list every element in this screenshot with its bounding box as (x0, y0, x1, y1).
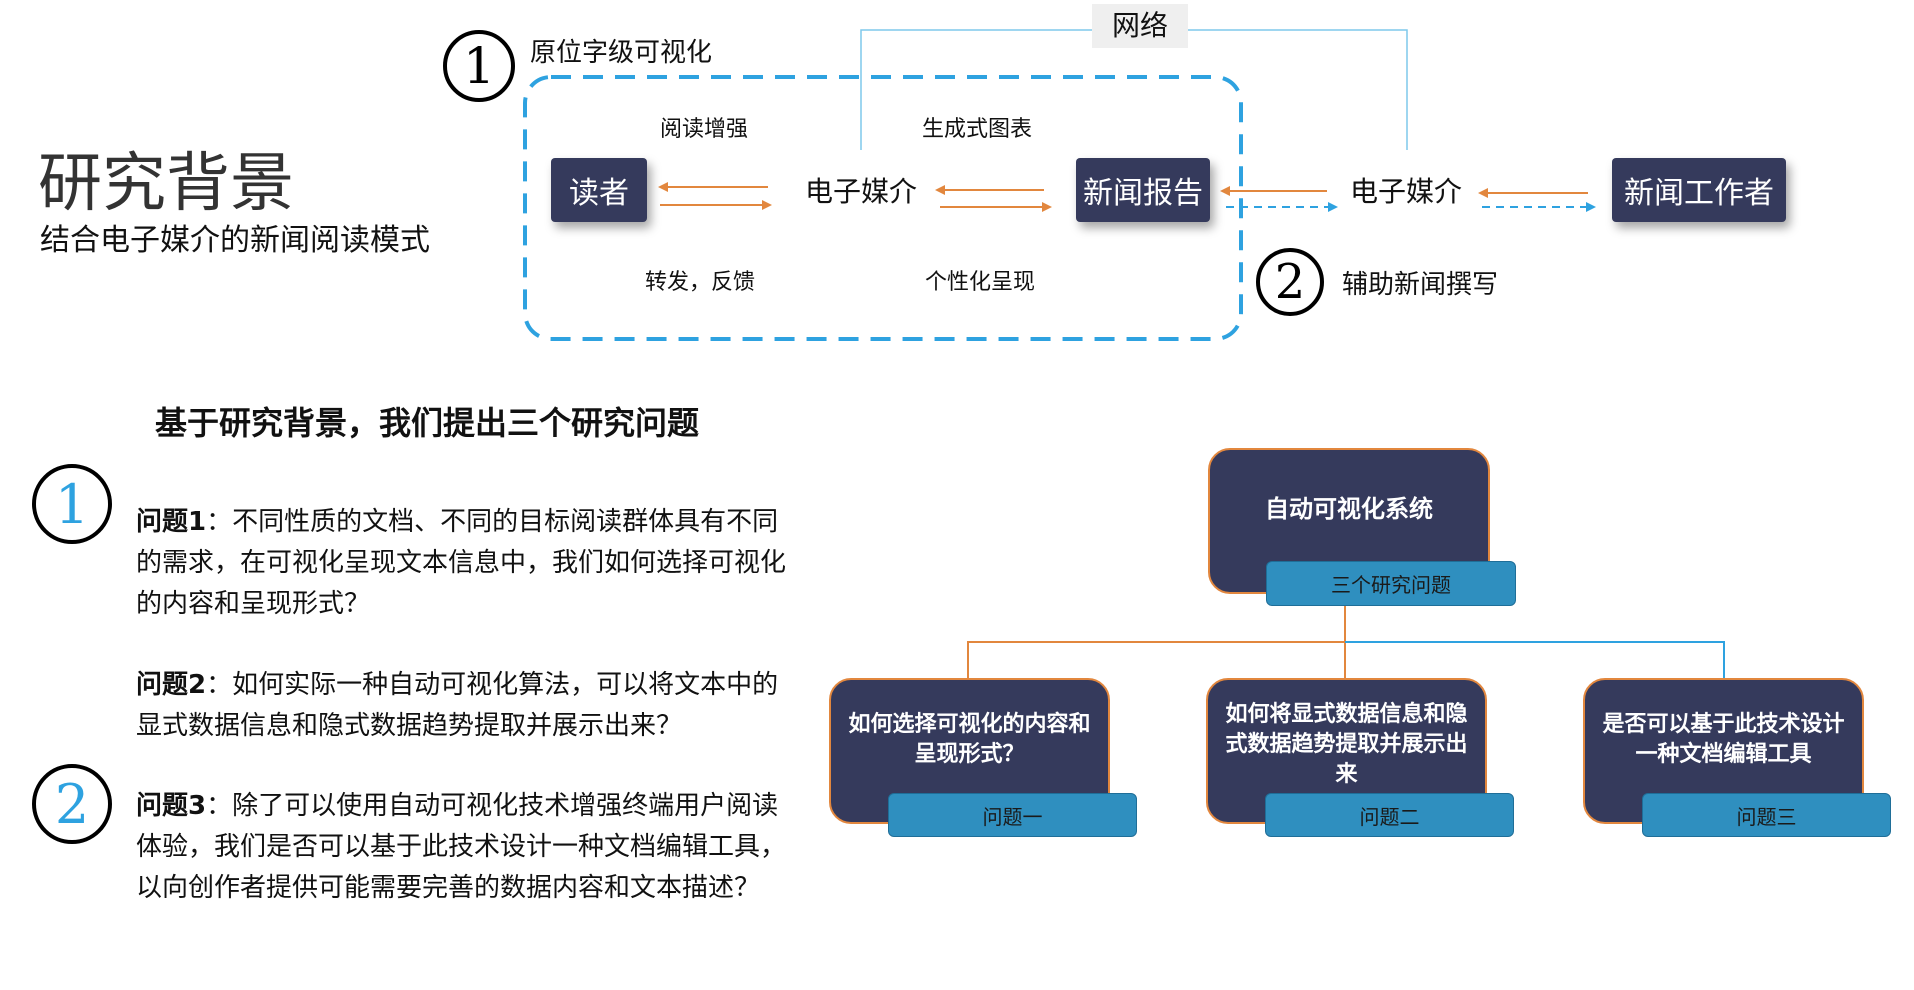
question-marker-1: 1 (32, 464, 112, 544)
label-generate-chart: 生成式图表 (922, 117, 1033, 142)
page-title: 研究背景 (38, 147, 294, 221)
media-left-label: 电子媒介 (805, 175, 918, 208)
circle-marker-1: 1 (443, 30, 515, 102)
tree-child-2-text: 如何将显式数据信息和隐式数据趋势提取并展示出来 (1225, 702, 1468, 787)
tree-branch-right (1345, 641, 1725, 678)
tree-child-3-text: 是否可以基于此技术设计一种文档编辑工具 (1602, 712, 1845, 767)
news-report-box: 新闻报告 (1076, 158, 1210, 222)
question-2: 问题2：如何实际一种自动可视化算法，可以将文本中的显式数据信息和隐式数据趋势提取… (136, 665, 796, 747)
circle1-label: 原位字级可视化 (530, 38, 713, 68)
question-3: 问题3：除了可以使用自动可视化技术增强终端用户阅读体验，我们是否可以基于此技术设… (136, 786, 796, 909)
question-1-text: ：不同性质的文档、不同的目标阅读群体具有不同的需求，在可视化呈现文本信息中，我们… (136, 507, 787, 619)
network-label: 网络 (1092, 4, 1188, 48)
tree-child-tag-1: 问题一 (888, 793, 1137, 837)
question-3-label: 问题3 (136, 791, 207, 821)
tree-child-1-text: 如何选择可视化的内容和呈现形式？ (848, 712, 1091, 767)
tree-child-tag-3: 问题三 (1642, 793, 1891, 837)
label-personalized: 个性化呈现 (925, 270, 1036, 295)
label-read-enhance: 阅读增强 (660, 117, 749, 142)
reader-box: 读者 (551, 158, 647, 222)
journalist-box: 新闻工作者 (1612, 158, 1786, 222)
question-2-text: ：如何实际一种自动可视化算法，可以将文本中的显式数据信息和隐式数据趋势提取并展示… (136, 670, 779, 741)
question-1-label: 问题1 (136, 507, 207, 537)
tree-branch-left (967, 641, 1345, 678)
tree-child-tag-2: 问题二 (1265, 793, 1514, 837)
circle2-label: 辅助新闻撰写 (1342, 270, 1499, 300)
question-2-label: 问题2 (136, 670, 207, 700)
label-forward-feedback: 转发，反馈 (645, 270, 756, 295)
question-1: 问题1：不同性质的文档、不同的目标阅读群体具有不同的需求，在可视化呈现文本信息中… (136, 502, 796, 625)
question-marker-2: 2 (32, 764, 112, 844)
questions-heading: 基于研究背景，我们提出三个研究问题 (155, 404, 700, 442)
media-right-label: 电子媒介 (1350, 175, 1463, 208)
tree-root-tag: 三个研究问题 (1266, 561, 1516, 606)
tree-root-title: 自动可视化系统 (1265, 495, 1433, 523)
question-3-text: ：除了可以使用自动可视化技术增强终端用户阅读体验，我们是否可以基于此技术设计一种… (136, 791, 787, 903)
page-subtitle: 结合电子媒介的新闻阅读模式 (40, 223, 430, 258)
circle-marker-2: 2 (1256, 248, 1324, 316)
